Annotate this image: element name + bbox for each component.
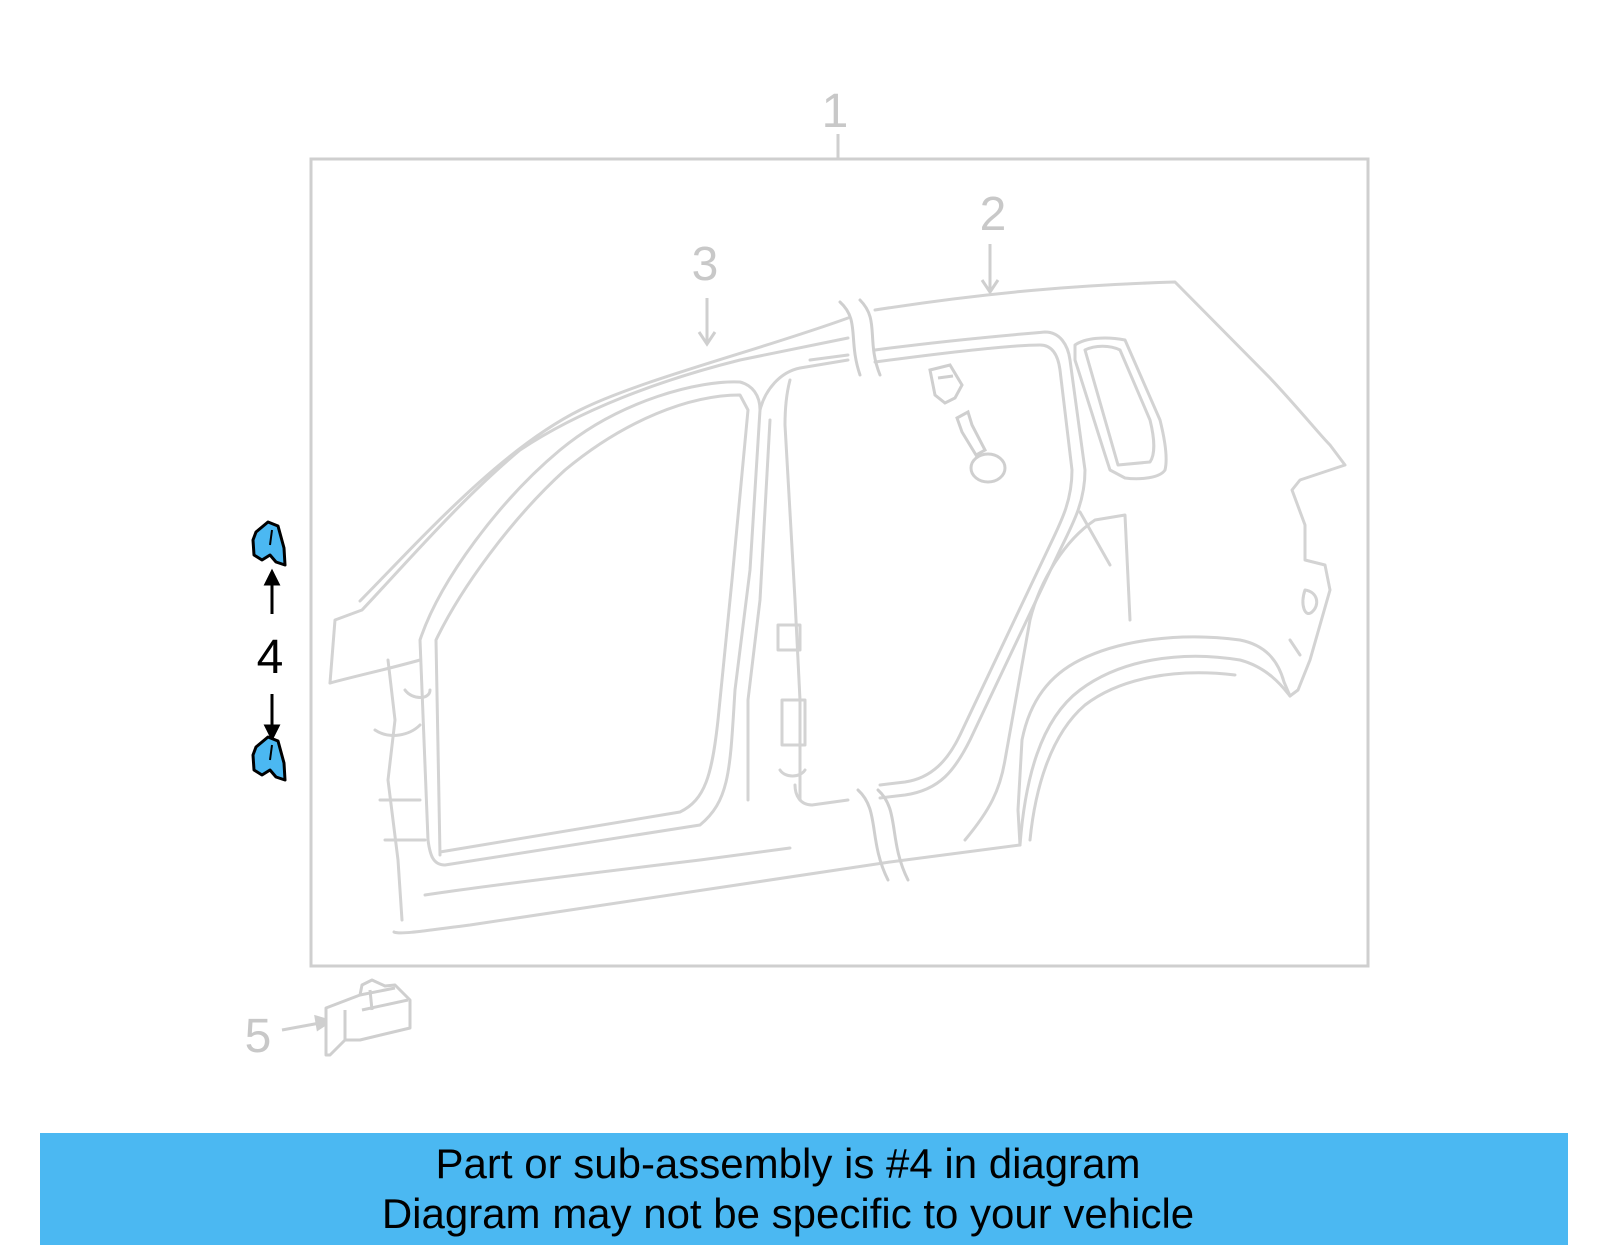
callout-3-arrow <box>697 298 717 347</box>
caption-line-1: Part or sub-assembly is #4 in diagram <box>435 1140 1141 1187</box>
screw <box>955 409 1007 484</box>
caption-banner: Part or sub-assembly is #4 in diagram Di… <box>40 1133 1568 1245</box>
caption-banner-bg <box>40 1133 1568 1245</box>
callout-4-arrow-up <box>263 568 281 614</box>
callout-4: 4 <box>257 631 284 684</box>
assembly-box <box>309 157 1370 968</box>
part-4-upper <box>251 520 287 567</box>
caption-line-2: Diagram may not be specific to your vehi… <box>381 1190 1195 1237</box>
callout-4-arrow-down <box>263 694 281 742</box>
panel-split-marks <box>838 298 910 882</box>
callout-2-arrow <box>980 244 1000 295</box>
callout-2: 2 <box>980 188 1007 241</box>
callout-5: 5 <box>245 1010 272 1063</box>
callout-3: 3 <box>692 238 719 291</box>
retainer-clip <box>928 363 964 405</box>
callout-1: 1 <box>822 85 849 138</box>
callout-5-arrow <box>281 1014 334 1032</box>
part-4-lower <box>251 735 287 782</box>
side-panel-outline <box>328 280 1347 935</box>
bracket-part-5 <box>324 978 412 1057</box>
